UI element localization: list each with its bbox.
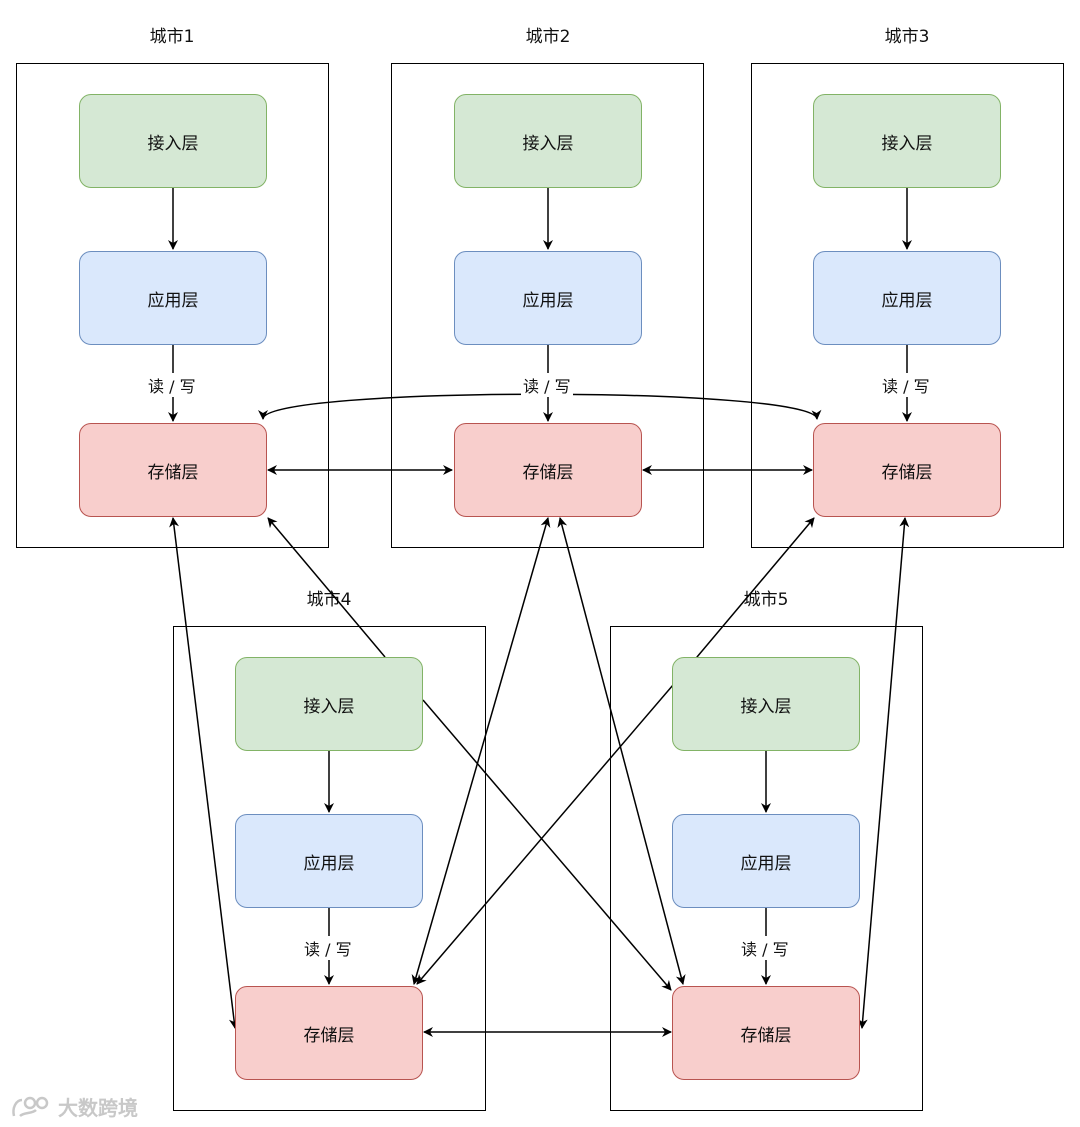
city-4-app-layer: 应用层 bbox=[235, 814, 423, 908]
city-2-rw-label: 读 / 写 bbox=[521, 373, 573, 397]
city-1-access-layer: 接入层 bbox=[79, 94, 267, 188]
storage-3-5-arrow bbox=[857, 517, 910, 1029]
city-3-title: 城市3 bbox=[884, 27, 930, 47]
city-4-rw-label: 读 / 写 bbox=[302, 936, 354, 960]
city-1-app-layer: 应用层 bbox=[79, 251, 267, 345]
watermark: 大数跨境 bbox=[10, 1092, 138, 1121]
city-4-title: 城市4 bbox=[306, 590, 352, 610]
city-4-storage-layer: 存储层 bbox=[235, 986, 423, 1080]
watermark-text: 大数跨境 bbox=[58, 1096, 138, 1120]
city-5-rw-label: 读 / 写 bbox=[739, 936, 791, 960]
city-5-access-layer: 接入层 bbox=[672, 657, 860, 751]
city-3-access-layer: 接入层 bbox=[813, 94, 1001, 188]
city-1-rw-label: 读 / 写 bbox=[146, 373, 198, 397]
city-1-title: 城市1 bbox=[149, 27, 195, 47]
storage-1-3-arrow bbox=[258, 393, 822, 420]
watermark-logo-icon bbox=[12, 1096, 49, 1117]
access-4-to-storage-5-arrow bbox=[422, 699, 672, 991]
storage-1-4b-arrow bbox=[267, 517, 386, 658]
city-5-app-layer: 应用层 bbox=[672, 814, 860, 908]
city-3-storage-layer: 存储层 bbox=[813, 423, 1001, 517]
city-2-title: 城市2 bbox=[525, 27, 571, 47]
storage-3-5b-arrow bbox=[696, 517, 815, 658]
city-4-access-layer: 接入层 bbox=[235, 657, 423, 751]
storage-2-4-arrow bbox=[411, 517, 551, 985]
city-3-app-layer: 应用层 bbox=[813, 251, 1001, 345]
city-5-title: 城市5 bbox=[743, 590, 789, 610]
city-2-storage-layer: 存储层 bbox=[454, 423, 642, 517]
storage-1-4-arrow bbox=[169, 517, 239, 1029]
city-1-storage-layer: 存储层 bbox=[79, 423, 267, 517]
city-2-access-layer: 接入层 bbox=[454, 94, 642, 188]
city-3-rw-label: 读 / 写 bbox=[880, 373, 932, 397]
storage-2-5-arrow bbox=[557, 517, 686, 985]
city-2-app-layer: 应用层 bbox=[454, 251, 642, 345]
city-5-storage-layer: 存储层 bbox=[672, 986, 860, 1080]
access-5-to-storage-4-arrow bbox=[416, 656, 698, 985]
